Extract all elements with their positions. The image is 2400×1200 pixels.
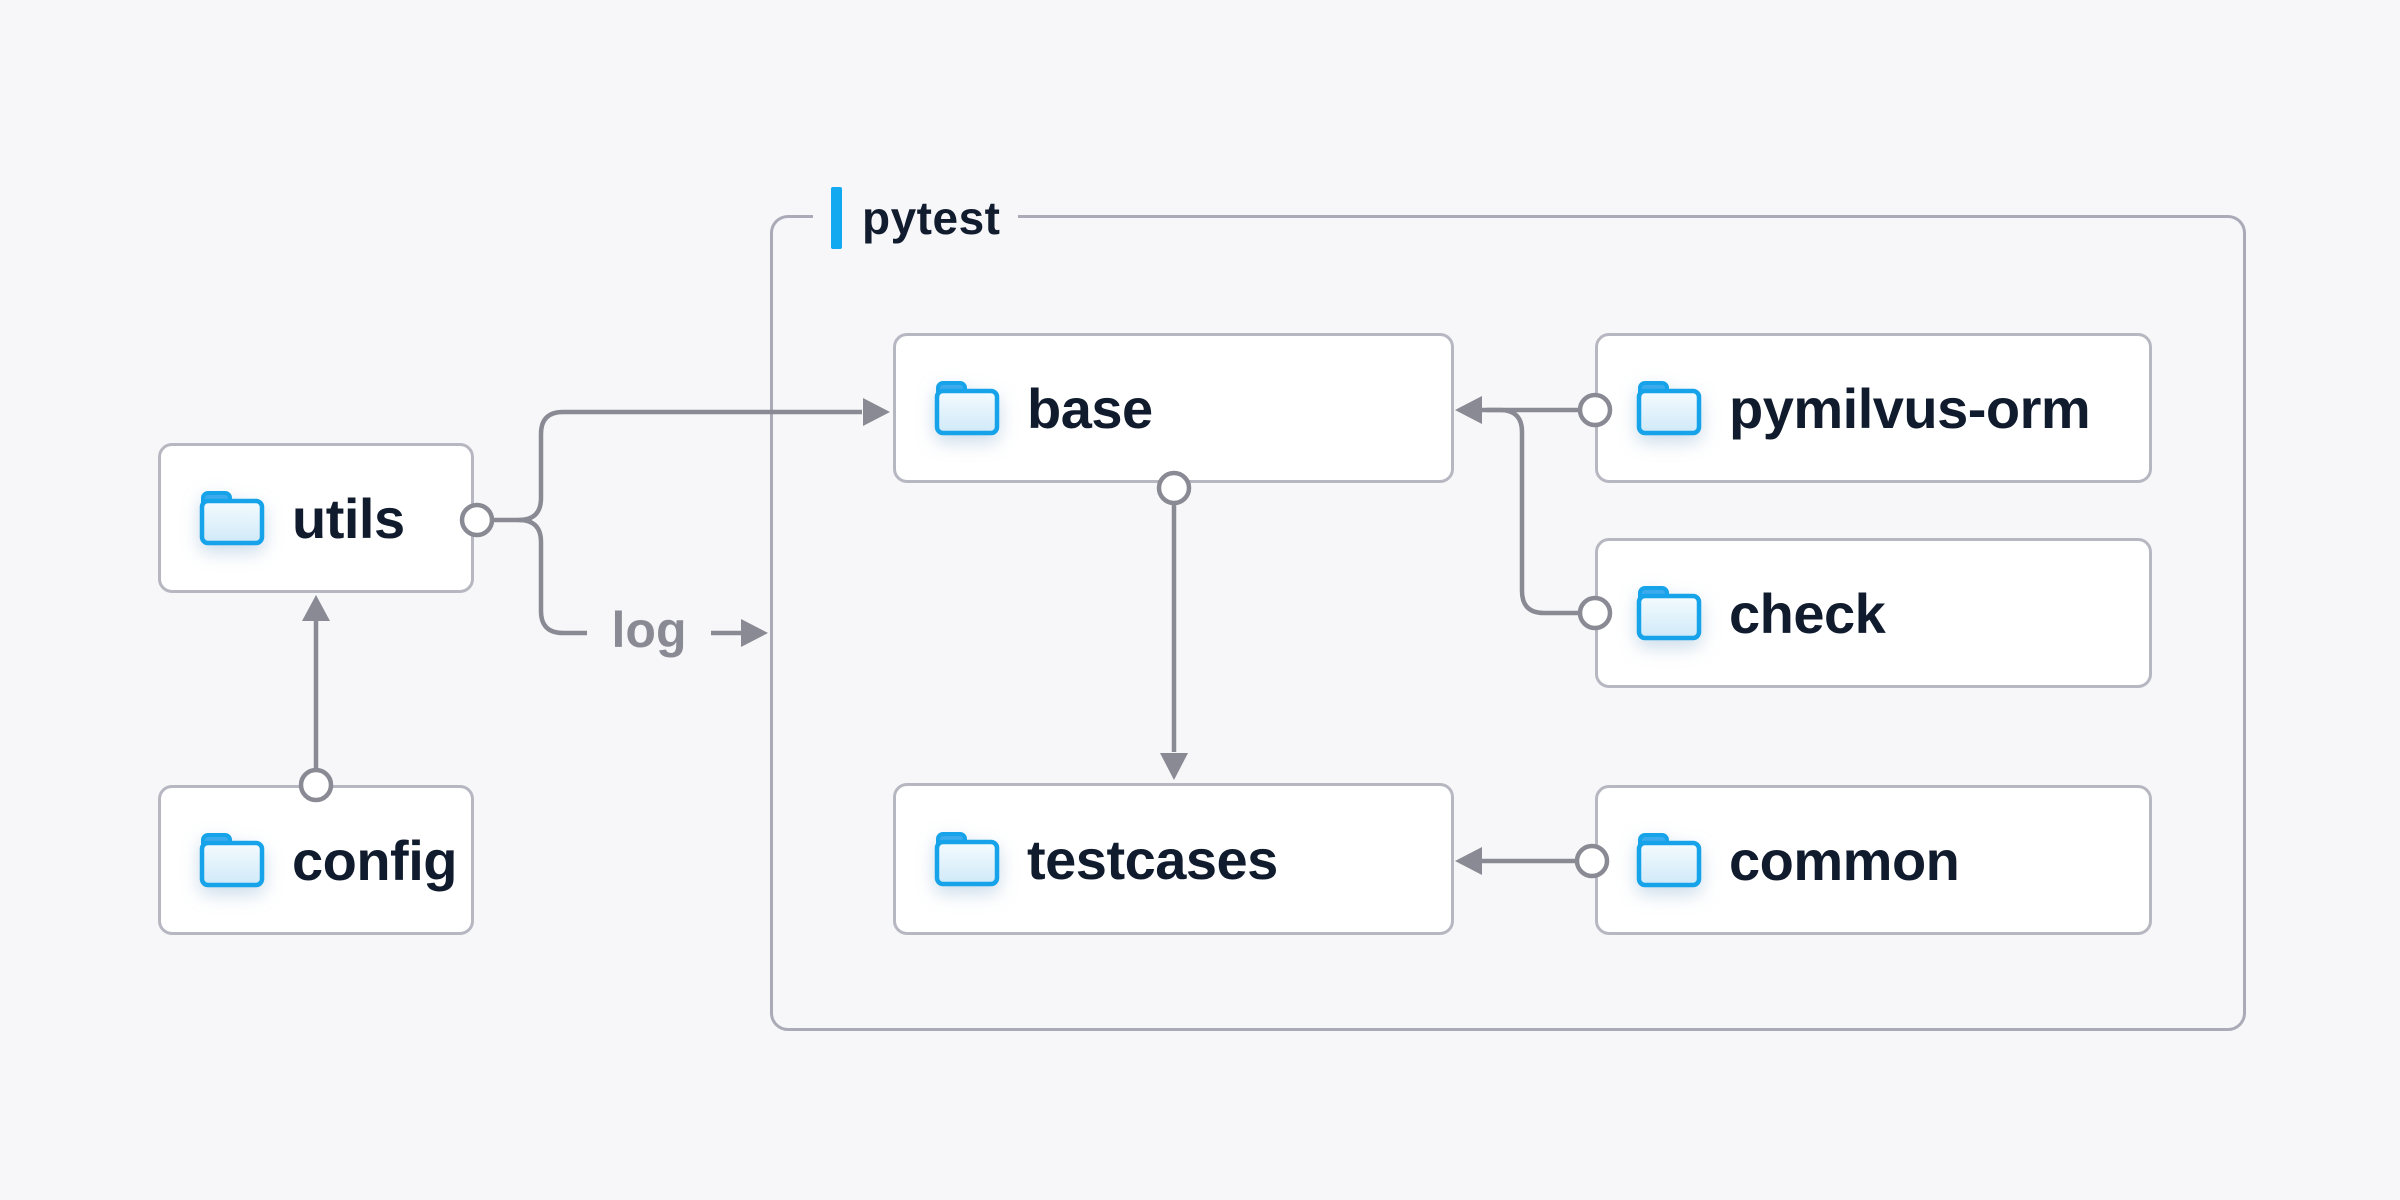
node-label: config xyxy=(292,828,457,892)
folder-icon xyxy=(934,380,1000,436)
accent-bar xyxy=(831,187,842,249)
node-label: testcases xyxy=(1027,827,1278,891)
node-check: check xyxy=(1595,538,2152,688)
edge-label-log: log xyxy=(611,601,687,658)
folder-icon xyxy=(1636,585,1702,641)
arrowhead xyxy=(302,595,330,621)
node-testcases: testcases xyxy=(893,783,1454,935)
folder-icon xyxy=(199,490,265,546)
node-pymilvus-orm: pymilvus-orm xyxy=(1595,333,2152,483)
node-config: config xyxy=(158,785,474,935)
node-label: base xyxy=(1027,376,1153,440)
pytest-group: pytest xyxy=(770,182,2246,1031)
node-label: pymilvus-orm xyxy=(1729,376,2091,440)
folder-icon xyxy=(1636,832,1702,888)
arrowhead xyxy=(741,619,768,647)
node-common: common xyxy=(1595,785,2152,935)
node-label: utils xyxy=(292,486,405,550)
pytest-group-label: pytest xyxy=(813,182,1019,254)
node-base: base xyxy=(893,333,1454,483)
folder-icon xyxy=(199,832,265,888)
pytest-group-label-text: pytest xyxy=(862,192,1001,244)
folder-icon xyxy=(1636,380,1702,436)
node-label: check xyxy=(1729,581,1886,645)
node-label: common xyxy=(1729,828,1960,892)
node-utils: utils xyxy=(158,443,474,593)
edge-config-utils xyxy=(298,595,334,803)
folder-icon xyxy=(934,831,1000,887)
